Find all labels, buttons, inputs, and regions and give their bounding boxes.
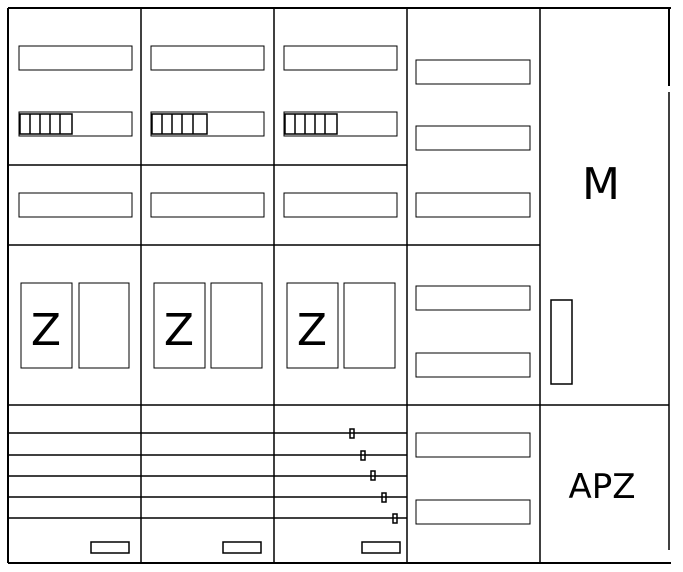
busbar-lines [8,432,407,519]
din-rail [415,499,531,525]
din-rail [18,45,133,71]
din-rail [415,432,531,458]
meter-box-blank [343,282,396,369]
column-dividers [140,8,541,563]
din-rail [150,45,265,71]
busbar-taps [349,428,398,524]
meter-box-blank [78,282,130,369]
main-column: M APZ [550,159,636,507]
din-rail [415,59,531,85]
din-rail [415,352,531,378]
meter-column-2: Z [150,45,265,369]
meter-column-3: Z [283,45,398,369]
meter-box [153,282,206,369]
din-rail [283,192,398,218]
din-rail [150,192,265,218]
din-rail [18,192,133,218]
terminal-slots [90,541,401,554]
din-rail [283,45,398,71]
din-rail [283,111,398,137]
main-switch-label: M [582,159,620,210]
meter-label: Z [31,305,61,356]
terminal-block [284,113,338,135]
apz-label: APZ [568,467,635,507]
meter-box [286,282,339,369]
meter-label: Z [297,305,327,356]
distribution-column [415,59,531,525]
din-rail [415,192,531,218]
din-rail [415,125,531,151]
meter-box [20,282,73,369]
cabinet-frame [7,7,671,564]
main-switch-slot [550,299,573,385]
din-rail [150,111,265,137]
meter-column-1: Z [18,45,133,369]
din-rail [415,285,531,311]
meter-label: Z [164,305,194,356]
meter-box-blank [210,282,263,369]
din-rail [18,111,133,137]
terminal-block [151,113,208,135]
section-dividers [8,164,669,406]
terminal-block [19,113,73,135]
